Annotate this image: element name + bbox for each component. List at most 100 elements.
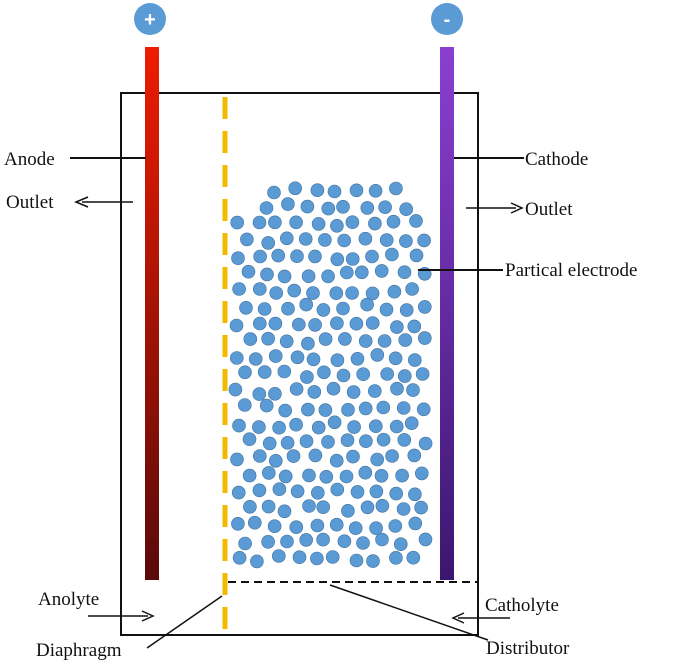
particle [299,297,314,312]
particle [281,197,295,211]
particle [287,283,302,298]
particle [338,332,352,346]
particle [408,487,422,502]
particle [230,351,244,365]
particle [341,503,355,518]
particle [242,468,257,483]
particle [311,217,326,231]
particle-electrode-label: Partical electrode [505,260,637,281]
particle [407,353,422,367]
particle [349,316,364,331]
particle [406,550,421,565]
particle [360,201,375,215]
particle [375,498,390,513]
particle [231,251,245,266]
particle [267,519,282,534]
particle [418,532,433,547]
particle [388,351,403,366]
particle [389,181,403,196]
particle [229,318,244,333]
anolyte-label: Anolyte [38,589,99,610]
particle [318,403,333,417]
particle [300,370,314,384]
particle [340,433,355,448]
particle [306,352,321,367]
particle [306,286,320,300]
particle [379,233,394,247]
particle [330,219,344,233]
particle [399,303,414,317]
particle [360,500,375,515]
particle [367,384,382,398]
particle [374,468,389,483]
catholyte-label: Catholyte [485,595,559,616]
particle [409,214,423,228]
particle [337,233,352,248]
particle [298,232,313,246]
particle [248,515,262,530]
particle [290,484,305,499]
particle [347,420,361,434]
particle [228,382,243,397]
particle [409,248,424,263]
particle [397,369,412,383]
outlet-left-label: Outlet [6,192,54,213]
distributor-label: Distributor [486,638,570,659]
particle [388,519,403,533]
particle [414,500,428,515]
particle [375,532,389,547]
particle [278,403,293,418]
particle [289,382,304,396]
particle [365,316,380,330]
particle [414,466,429,481]
particle [326,381,341,396]
anode-rod [145,47,159,580]
particle [311,420,326,435]
particle [268,386,282,401]
particle [350,351,365,366]
particle [308,249,322,264]
particle [358,334,373,348]
particle [321,435,335,449]
anolyte-arrowhead-icon [141,610,155,622]
particle [365,249,379,264]
particle [250,554,264,569]
diaphragm-label: Diaphragm [36,640,122,661]
particle [376,400,391,415]
particle [291,317,306,332]
particle [417,233,431,248]
particle [231,516,245,531]
particle [369,521,383,536]
particle [349,183,364,198]
particle [269,286,284,300]
particle [368,419,383,434]
particle [292,550,307,565]
particle [317,365,331,380]
particle [385,247,399,262]
particle [386,214,401,229]
particle [398,333,413,347]
particle [329,517,344,532]
particle [290,350,305,365]
particle [329,453,344,468]
positive-terminal: + [134,3,166,35]
particle [387,284,402,299]
particle [345,252,360,266]
particle [368,184,383,198]
particle [259,398,274,413]
particle [346,385,361,399]
particle [302,499,316,513]
negative-terminal-icon [431,3,463,35]
particle [336,368,351,383]
particle [395,468,409,483]
particle [360,297,374,312]
particle [339,469,354,484]
particle [368,216,382,231]
particle [268,316,283,331]
particle [327,415,342,430]
particle [289,520,304,535]
particle [238,365,252,380]
particle [396,401,411,415]
particle [289,215,303,230]
particle [310,485,325,500]
